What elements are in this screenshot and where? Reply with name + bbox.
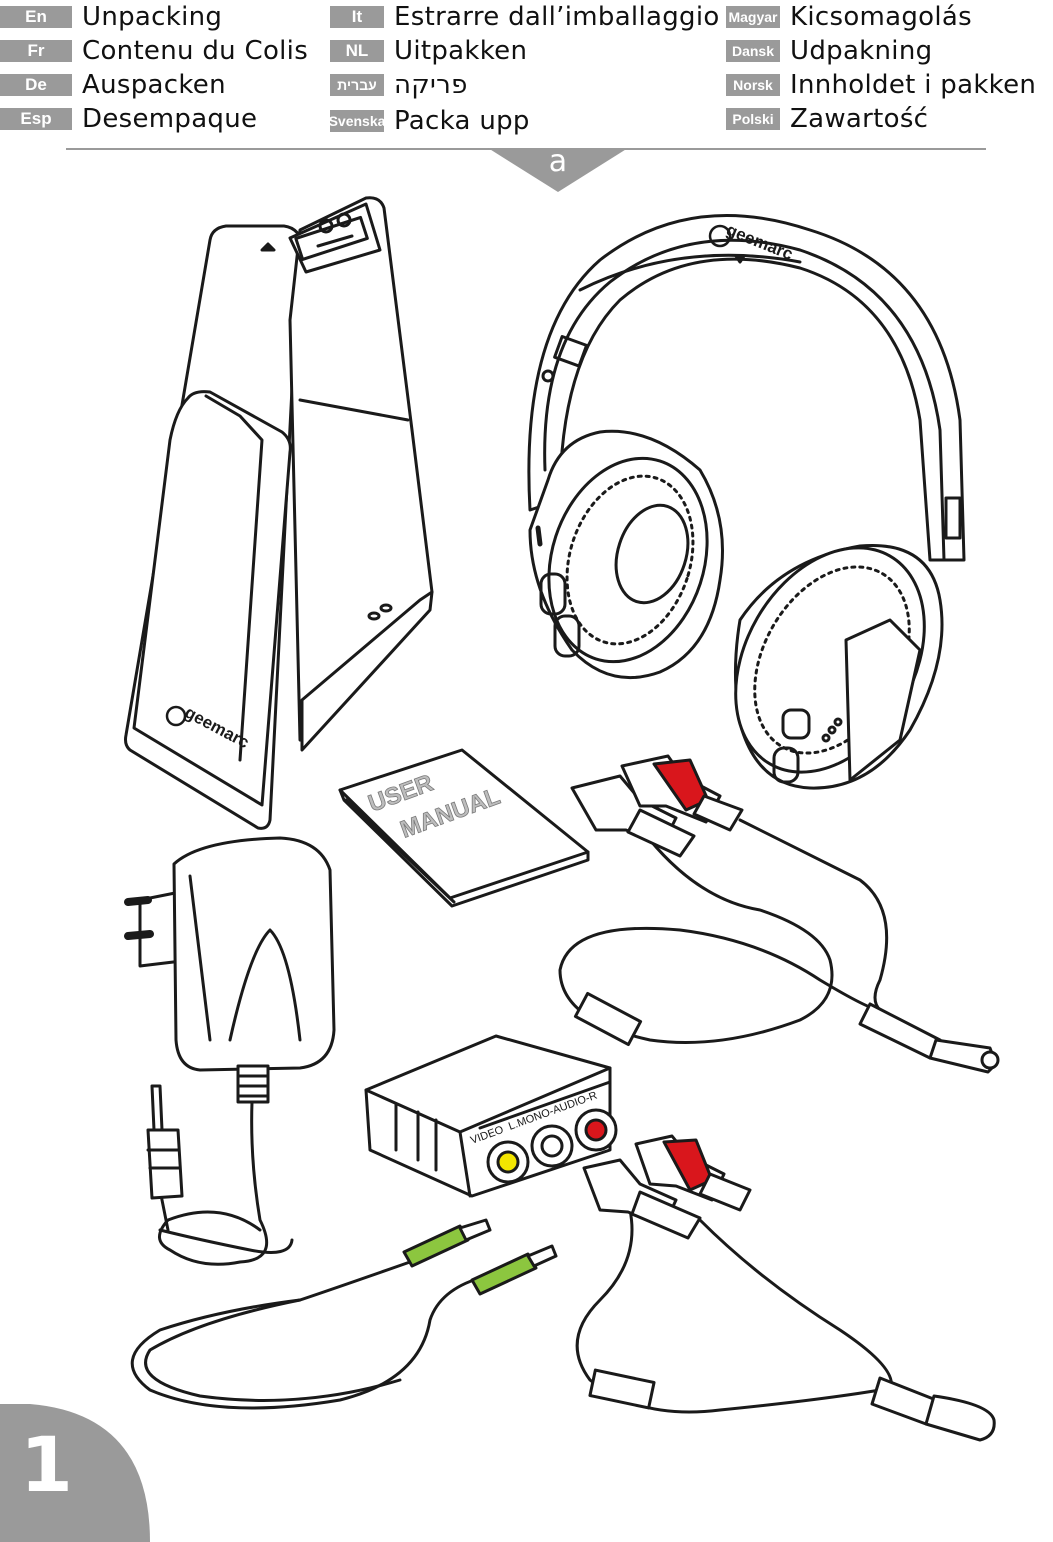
user-manual <box>340 750 588 906</box>
rca-cable-upper <box>560 820 998 1072</box>
rca-cable-lower <box>577 1210 994 1440</box>
page-number: 1 <box>20 1420 73 1509</box>
power-adapter <box>128 838 334 1264</box>
scart-adapter: VIDEO L.MONO-AUDIO-R <box>366 1036 616 1196</box>
stereo-jack-cable <box>132 1220 556 1408</box>
headphones: geemarc <box>524 215 964 805</box>
transmitter-base: geemarc <box>126 198 433 829</box>
